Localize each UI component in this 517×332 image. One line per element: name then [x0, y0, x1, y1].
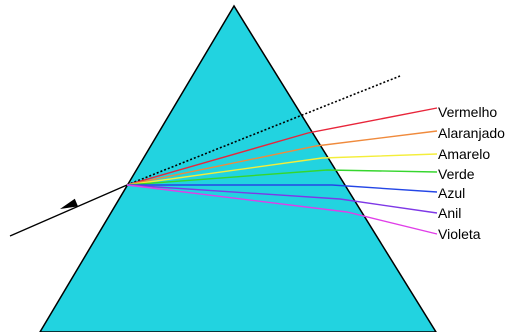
label-alaranjado: Alaranjado: [438, 125, 505, 141]
label-anil: Anil: [438, 205, 461, 221]
label-azul: Azul: [438, 185, 465, 201]
spectrum-labels: VermelhoAlaranjadoAmareloVerdeAzulAnilVi…: [438, 104, 505, 242]
label-verde: Verde: [438, 166, 475, 182]
label-violeta: Violeta: [438, 226, 481, 242]
label-amarelo: Amarelo: [438, 146, 490, 162]
label-vermelho: Vermelho: [438, 104, 497, 120]
